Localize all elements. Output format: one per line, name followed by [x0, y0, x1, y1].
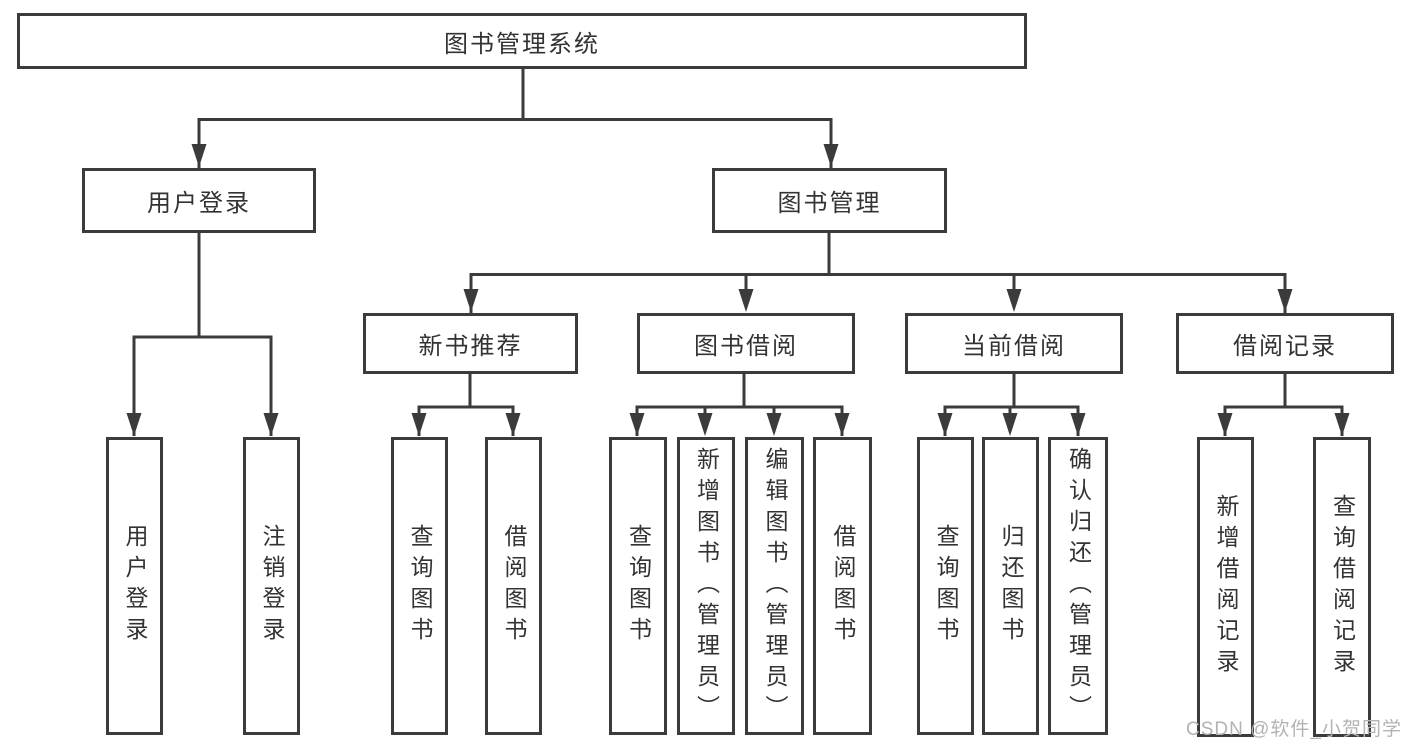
node-book-borrowing: 图书借阅	[637, 313, 855, 374]
node-borrow-records-label: 借阅记录	[1233, 333, 1337, 360]
leaf-query-books-1-label: 查询图书	[407, 524, 433, 648]
leaf-add-book-admin-label: 新增图书（管理员）	[693, 446, 720, 726]
leaf-confirm-return-admin-label: 确认归还（管理员）	[1065, 446, 1092, 726]
node-current-borrowing-label: 当前借阅	[962, 333, 1066, 360]
node-user-login: 用户登录	[82, 168, 316, 233]
leaf-add-borrow-record: 新增借阅记录	[1197, 437, 1254, 737]
leaf-query-books-1: 查询图书	[391, 437, 448, 735]
leaf-borrow-books-2: 借阅图书	[813, 437, 872, 735]
leaf-confirm-return-admin: 确认归还（管理员）	[1048, 437, 1108, 735]
leaf-query-borrow-record: 查询借阅记录	[1313, 437, 1371, 737]
leaf-query-borrow-record-label: 查询借阅记录	[1329, 494, 1356, 680]
leaf-user-login: 用户登录	[106, 437, 163, 735]
leaf-logout: 注销登录	[243, 437, 300, 735]
leaf-user-login-label: 用户登录	[122, 524, 148, 648]
node-root: 图书管理系统	[17, 13, 1027, 69]
leaf-borrow-books-2-label: 借阅图书	[830, 524, 856, 648]
leaf-return-book-label: 归还图书	[998, 524, 1024, 648]
leaf-borrow-books-1: 借阅图书	[485, 437, 542, 735]
leaf-borrow-books-1-label: 借阅图书	[501, 524, 527, 648]
node-user-login-label: 用户登录	[147, 190, 251, 217]
leaf-query-books-3: 查询图书	[917, 437, 974, 735]
leaf-edit-book-admin-label: 编辑图书（管理员）	[762, 446, 788, 726]
node-new-book-recommend-label: 新书推荐	[418, 333, 523, 360]
node-book-management: 图书管理	[712, 168, 947, 233]
leaf-logout-label: 注销登录	[259, 524, 285, 648]
leaf-query-books-2: 查询图书	[609, 437, 667, 735]
csdn-watermark: CSDN @软件_小贺同学	[1186, 719, 1402, 740]
leaf-add-book-admin: 新增图书（管理员）	[677, 437, 735, 735]
leaf-query-books-2-label: 查询图书	[625, 524, 652, 648]
node-book-borrowing-label: 图书借阅	[694, 333, 798, 360]
leaf-add-borrow-record-label: 新增借阅记录	[1213, 494, 1239, 680]
leaf-return-book: 归还图书	[982, 437, 1039, 735]
node-borrow-records: 借阅记录	[1176, 313, 1394, 374]
node-book-management-label: 图书管理	[777, 190, 882, 217]
node-new-book-recommend: 新书推荐	[363, 313, 578, 374]
leaf-query-books-3-label: 查询图书	[933, 524, 959, 648]
node-current-borrowing: 当前借阅	[905, 313, 1123, 374]
node-root-label: 图书管理系统	[444, 30, 600, 58]
arrowheads	[126, 144, 1350, 436]
leaf-edit-book-admin: 编辑图书（管理员）	[745, 437, 804, 735]
